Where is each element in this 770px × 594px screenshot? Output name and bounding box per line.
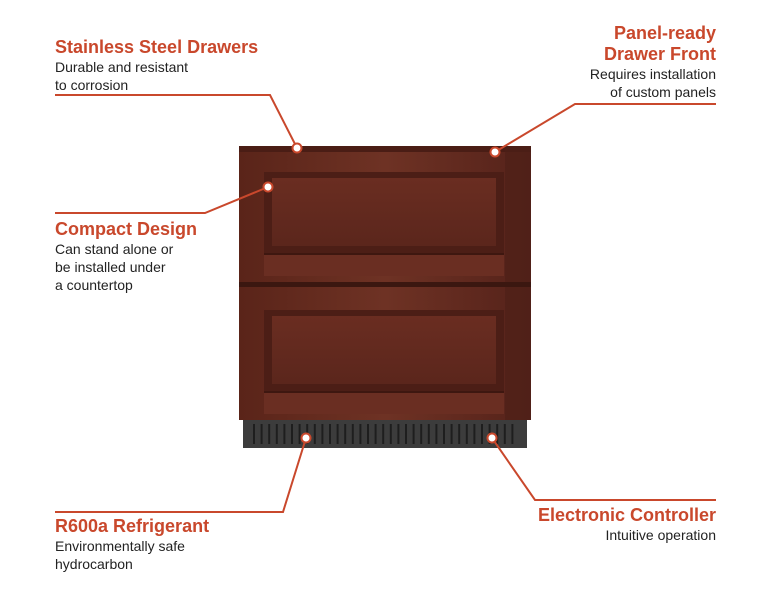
vent-grille bbox=[243, 420, 527, 448]
callout-panel-ready-drawer-front: Panel-ready Drawer Front Requires instal… bbox=[476, 23, 716, 101]
marker-compact bbox=[262, 181, 274, 193]
callout-title-line: Panel-ready bbox=[613, 23, 716, 43]
callout-desc-line: Intuitive operation bbox=[605, 527, 716, 543]
callout-desc-line: Requires installation bbox=[589, 66, 716, 82]
leader-line-stainless bbox=[55, 94, 298, 149]
callout-title: Stainless Steel Drawers bbox=[55, 37, 259, 57]
callout-title: R600a Refrigerant bbox=[55, 516, 210, 536]
leader-line-electronic bbox=[491, 437, 716, 501]
leader-line-panel bbox=[494, 103, 716, 153]
callout-desc-line: hydrocarbon bbox=[55, 556, 133, 572]
marker-stainless bbox=[291, 142, 303, 154]
drawer-unit bbox=[239, 146, 531, 448]
callout-desc-line: of custom panels bbox=[610, 84, 716, 100]
callout-title-line: Drawer Front bbox=[603, 44, 716, 64]
callout-desc-line: Can stand alone or bbox=[55, 241, 174, 257]
callout-title: Electronic Controller bbox=[537, 505, 716, 525]
callout-r600a-refrigerant: R600a Refrigerant Environmentally safe h… bbox=[55, 516, 285, 573]
marker-electronic bbox=[486, 432, 498, 444]
callout-desc-line: Durable and resistant bbox=[55, 59, 189, 75]
marker-panel bbox=[489, 146, 501, 158]
callout-desc-line: be installed under bbox=[55, 259, 166, 275]
callout-title: Compact Design bbox=[55, 219, 198, 239]
marker-r600a bbox=[300, 432, 312, 444]
callout-desc-line: to corrosion bbox=[55, 77, 129, 93]
leader-line-r600a bbox=[55, 437, 307, 513]
callout-compact-design: Compact Design Can stand alone or be ins… bbox=[55, 219, 255, 294]
callout-desc-line: a countertop bbox=[55, 277, 133, 293]
leader-line-compact bbox=[55, 186, 269, 214]
callout-desc-line: Environmentally safe bbox=[55, 538, 185, 554]
callout-electronic-controller: Electronic Controller Intuitive operatio… bbox=[456, 505, 716, 544]
callout-stainless-steel-drawers: Stainless Steel Drawers Durable and resi… bbox=[55, 37, 315, 94]
